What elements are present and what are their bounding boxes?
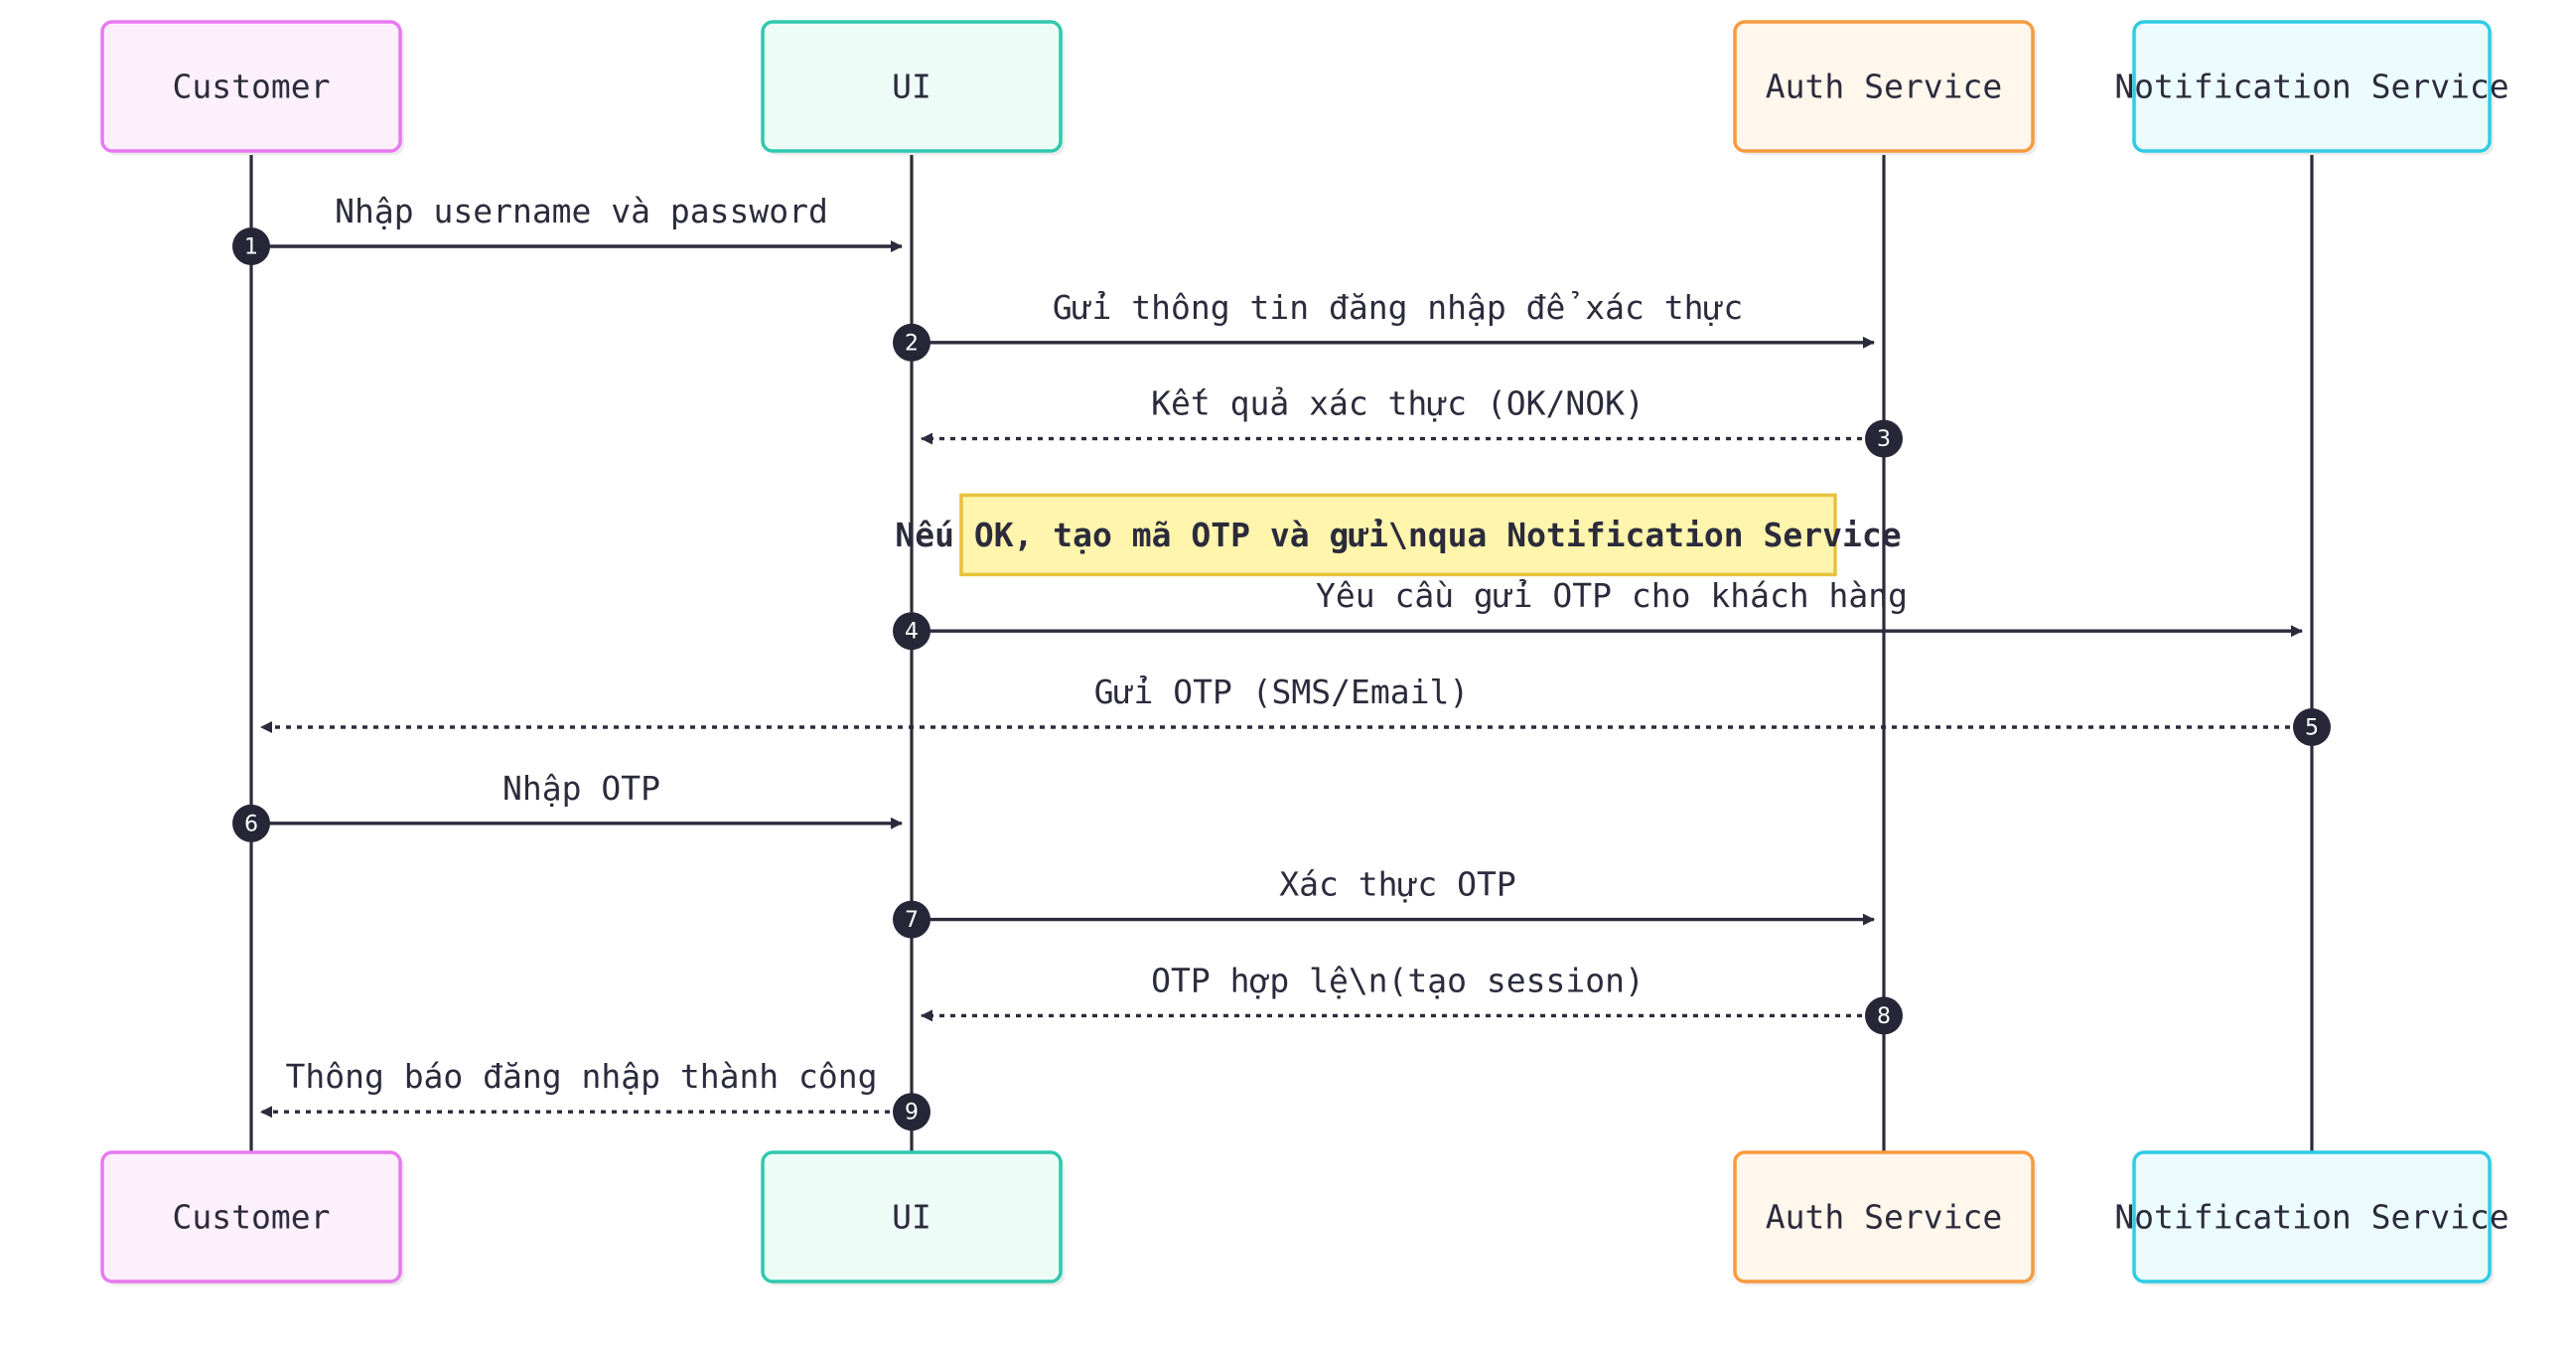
sequence-number-badge: [1865, 419, 1903, 458]
sequence-number-badge: [232, 227, 270, 265]
participant-label: UI: [892, 68, 931, 106]
message-label: Thông báo đăng nhập thành công: [285, 1057, 877, 1096]
sequence-number-badge: [2293, 708, 2331, 746]
participant-auth-top: Auth Service: [1733, 20, 2037, 155]
participant-ui-bottom: UI: [761, 1150, 1065, 1285]
sequence-number: 5: [2305, 716, 2319, 741]
participant-notify-top: Notification Service: [2114, 20, 2509, 155]
participant-customer-top: Customer: [100, 20, 404, 155]
note: Nếu OK, tạo mã OTP và gửi\nqua Notificat…: [895, 493, 1902, 577]
sequence-number: 3: [1877, 427, 1891, 452]
participant-box: [100, 20, 402, 153]
sequence-number-badge: [893, 612, 930, 651]
sequence-number: 1: [244, 235, 258, 260]
participant-customer-bottom: Customer: [100, 1150, 404, 1285]
message-3: Kết quả xác thực (OK/NOK) 3: [921, 384, 1903, 458]
message-label: Yêu cầu gửi OTP cho khách hàng: [1316, 576, 1908, 615]
message-4: Yêu cầu gửi OTP cho khách hàng 4: [893, 576, 2303, 651]
note-rect: [959, 493, 1837, 577]
participant-box: [2132, 20, 2492, 153]
participant-label: Customer: [173, 1198, 331, 1237]
sequence-number-badge: [232, 804, 270, 842]
participant-box: [1733, 1150, 2035, 1283]
message-label: Nhập username và password: [335, 192, 828, 230]
sequence-number: 4: [905, 620, 919, 645]
participant-label: Auth Service: [1766, 1198, 2002, 1237]
message-7: Xác thực OTP 7: [893, 865, 1875, 939]
participant-label: Notification Service: [2114, 68, 2508, 106]
participant-label: Notification Service: [2114, 1198, 2508, 1237]
participant-label: UI: [892, 1198, 931, 1237]
sequence-number-badge: [893, 1093, 930, 1131]
sequence-number: 2: [905, 331, 919, 356]
message-label: Nhập OTP: [502, 769, 660, 808]
participant-box: [1733, 20, 2035, 153]
message-6: Nhập OTP 6: [232, 769, 903, 842]
message-1: Nhập username và password 1: [232, 192, 903, 265]
participant-box: [761, 20, 1063, 153]
note-box: Nếu OK, tạo mã OTP và gửi\nqua Notificat…: [895, 493, 1902, 577]
participant-box: [761, 1150, 1063, 1283]
sequence-number-badge: [893, 900, 930, 939]
message-5: Gửi OTP (SMS/Email) 5: [260, 673, 2331, 746]
message-label: Gửi thông tin đăng nhập để xác thực: [1053, 288, 1743, 327]
participant-auth-bottom: Auth Service: [1733, 1150, 2037, 1285]
lifelines: [249, 151, 2314, 1152]
message-label: Gửi OTP (SMS/Email): [1094, 673, 1470, 711]
participant-box: [2132, 1150, 2492, 1283]
participant-label: Customer: [173, 68, 331, 106]
note-text: Nếu OK, tạo mã OTP và gửi\nqua Notificat…: [895, 516, 1901, 554]
sequence-number-badge: [893, 323, 930, 362]
sequence-number: 8: [1877, 1004, 1891, 1029]
participant-box: [100, 1150, 402, 1283]
message-8: OTP hợp lệ\n(tạo session) 8: [921, 961, 1903, 1035]
message-label: Xác thực OTP: [1279, 865, 1515, 904]
sequence-number-badge: [1865, 996, 1903, 1035]
participant-ui-top: UI: [761, 20, 1065, 155]
sequence-number: 7: [905, 908, 919, 933]
participant-label: Auth Service: [1766, 68, 2002, 106]
sequence-number: 9: [905, 1101, 919, 1126]
message-9: Thông báo đăng nhập thành công 9: [260, 1057, 930, 1131]
message-label: Kết quả xác thực (OK/NOK): [1151, 384, 1645, 423]
message-label: OTP hợp lệ\n(tạo session): [1151, 961, 1645, 999]
message-2: Gửi thông tin đăng nhập để xác thực 2: [893, 288, 1875, 362]
participant-notify-bottom: Notification Service: [2114, 1150, 2509, 1285]
sequence-number: 6: [244, 812, 258, 836]
